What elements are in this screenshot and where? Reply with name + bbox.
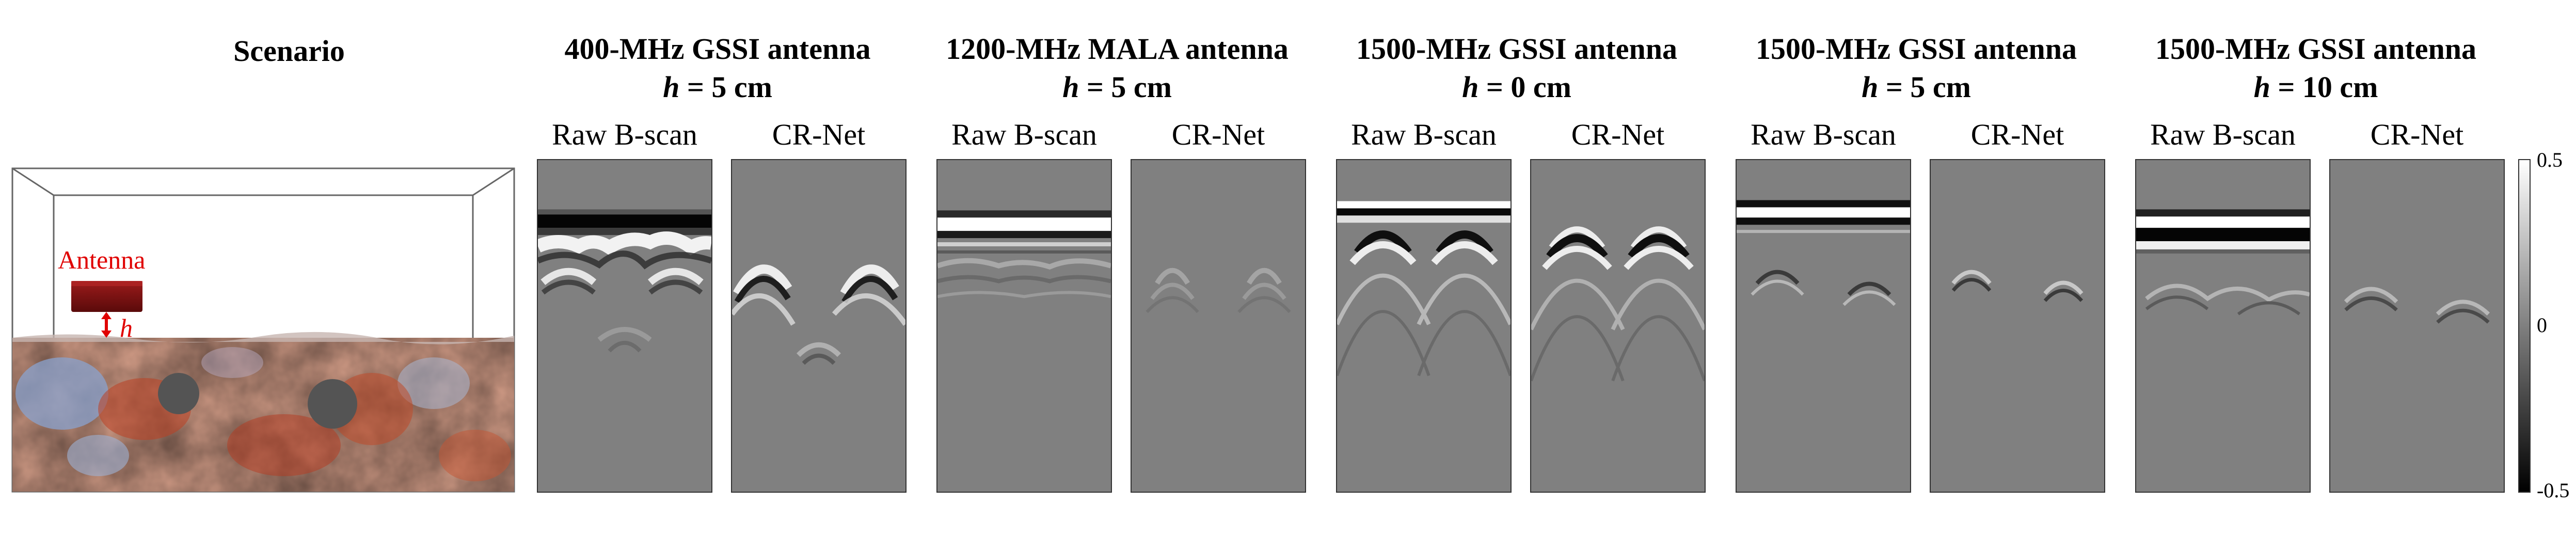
colorbar-min-label: -0.5	[2537, 479, 2570, 502]
column-2-raw-label: Raw B-scan	[951, 118, 1097, 151]
bscan-1200mhz-crnet	[1131, 159, 1306, 493]
colorbar	[2518, 159, 2531, 493]
column-1-net-label: CR-Net	[772, 118, 866, 151]
soil-block	[12, 332, 514, 492]
column-2-net-label: CR-Net	[1171, 118, 1265, 151]
column-4-net-label: CR-Net	[1970, 118, 2064, 151]
bscan-1500mhz-h10-crnet	[2329, 159, 2505, 493]
column-5-net-label: CR-Net	[2370, 118, 2464, 151]
column-1-raw-label: Raw B-scan	[552, 118, 697, 151]
column-2-title: 1200-MHz MALA antenna h = 5 cm	[946, 32, 1289, 104]
bscan-1500mhz-h10-raw	[2135, 159, 2311, 493]
buried-object-2	[308, 379, 357, 429]
height-arrow	[101, 312, 112, 338]
column-5-title: 1500-MHz GSSI antenna h = 10 cm	[2155, 32, 2476, 104]
column-4-raw-label: Raw B-scan	[1751, 118, 1896, 151]
bscan-1200mhz-raw	[936, 159, 1112, 493]
column-4-title: 1500-MHz GSSI antenna h = 5 cm	[1756, 32, 2077, 104]
bscan-400mhz-crnet	[731, 159, 907, 493]
colorbar-mid-label: 0	[2537, 313, 2547, 337]
column-1-title: 400-MHz GSSI antenna h = 5 cm	[564, 32, 871, 104]
bscan-400mhz-raw	[537, 159, 712, 493]
scenario-diagram: Antenna h	[11, 167, 515, 493]
column-3-raw-label: Raw B-scan	[1351, 118, 1497, 151]
height-label: h	[120, 313, 133, 342]
bscan-1500mhz-h5-raw	[1736, 159, 1911, 493]
column-5-raw-label: Raw B-scan	[2150, 118, 2296, 151]
bscan-1500mhz-h0-crnet	[1530, 159, 1706, 493]
bscan-1500mhz-h5-crnet	[1930, 159, 2105, 493]
antenna-box	[71, 281, 142, 312]
column-3-title: 1500-MHz GSSI antenna h = 0 cm	[1356, 32, 1677, 104]
bscan-1500mhz-h0-raw	[1336, 159, 1512, 493]
scenario-title: Scenario	[233, 34, 345, 68]
column-3-net-label: CR-Net	[1571, 118, 1665, 151]
antenna-label: Antenna	[58, 245, 145, 274]
colorbar-max-label: 0.5	[2537, 148, 2563, 171]
buried-object-1	[158, 373, 199, 414]
